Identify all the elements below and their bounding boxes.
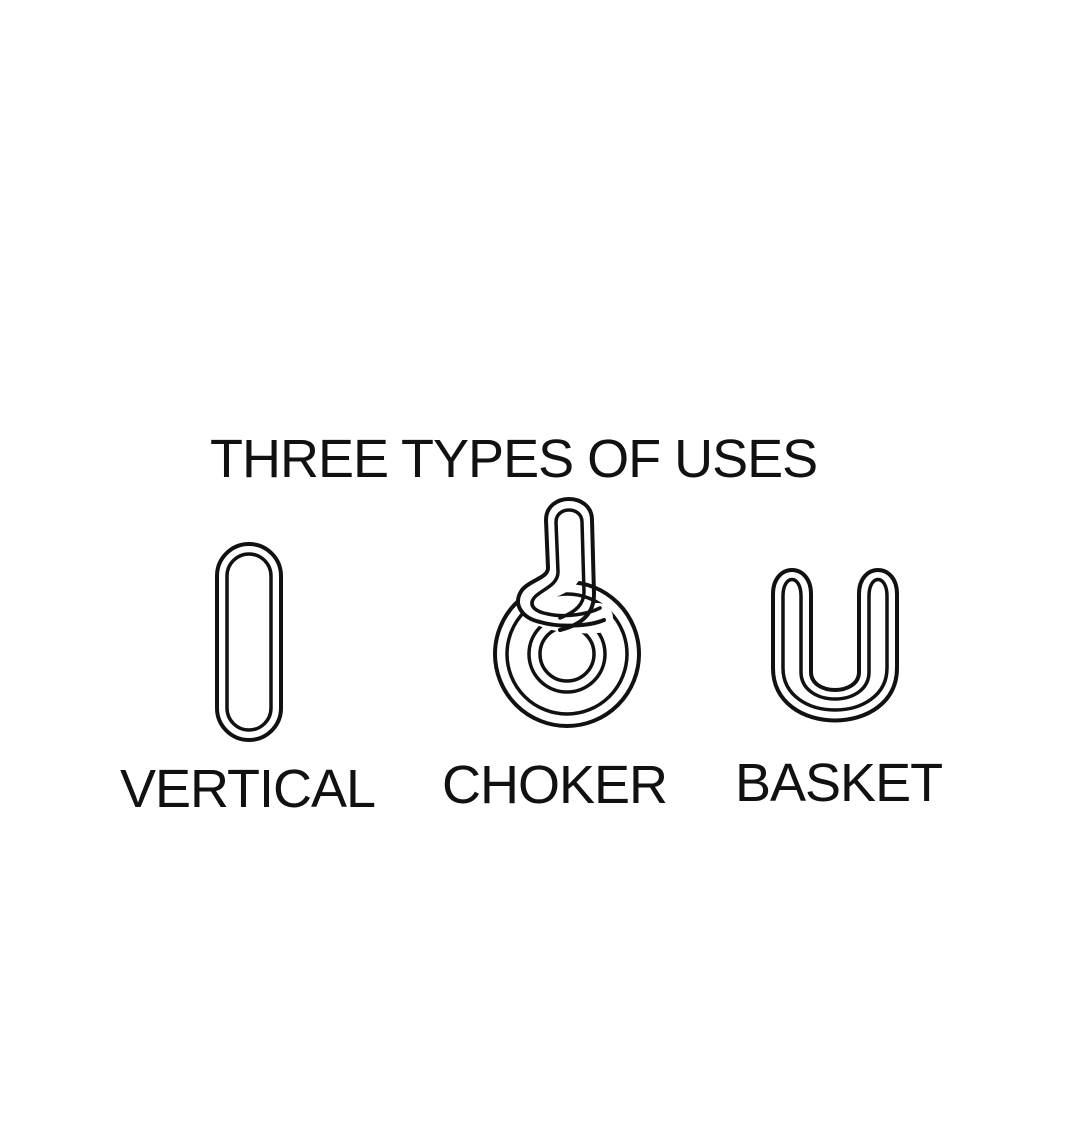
- vertical-hitch-label: VERTICAL: [120, 759, 376, 819]
- diagram-title: THREE TYPES OF USES: [210, 429, 818, 489]
- basket-sling-icon: [771, 568, 899, 723]
- basket-hitch-label: BASKET: [735, 753, 943, 813]
- choker-hitch-label: CHOKER: [442, 755, 668, 815]
- choker-sling-icon: [493, 493, 641, 728]
- vertical-sling-icon: [215, 542, 283, 742]
